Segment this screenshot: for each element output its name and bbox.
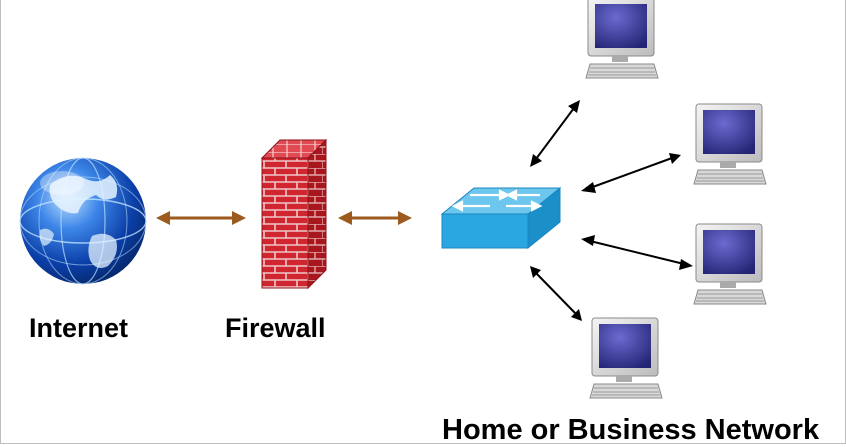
desktop-computer-icon [693, 223, 767, 305]
switch-computer-link-2 [581, 153, 681, 193]
internet-label: Internet [29, 313, 129, 343]
switch-computer-link-3 [581, 235, 693, 270]
desktop-computer-icon [589, 317, 663, 399]
switch-computer-link-1 [530, 100, 580, 167]
globe-icon [19, 157, 147, 285]
brick-wall-icon [260, 138, 328, 290]
firewall-label: Firewall [225, 313, 326, 343]
network-label: Home or Business Network [442, 414, 820, 446]
switch-computer-link-4 [530, 266, 582, 321]
internet-firewall-link [156, 211, 246, 225]
firewall-switch-link [338, 211, 412, 225]
desktop-computer-icon [693, 103, 767, 185]
desktop-computer-icon [585, 0, 659, 79]
network-switch-icon [440, 186, 562, 250]
